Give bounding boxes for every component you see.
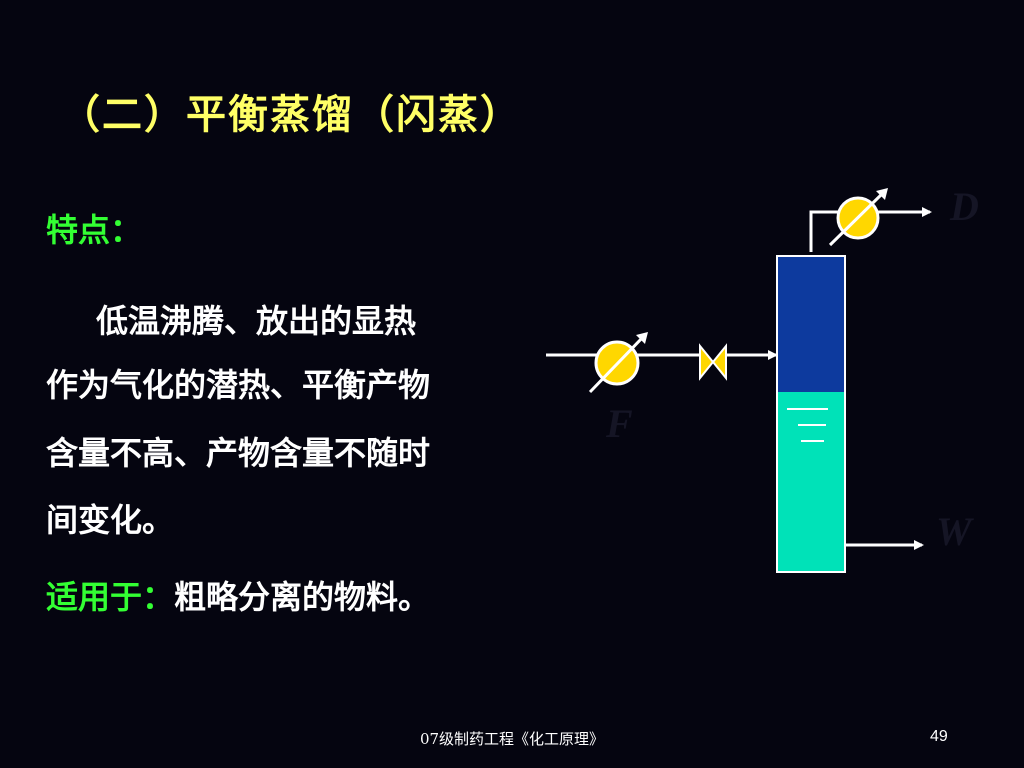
feed-heater-icon [588, 332, 648, 394]
footer-course: 07级制药工程《化工原理》 [419, 730, 605, 748]
slide-title: （二）平衡蒸馏（闪蒸） [60, 92, 522, 138]
label-feed: F [605, 401, 633, 446]
applicable-value: 粗略分离的物料。 [174, 578, 431, 616]
liquid-level-icon [787, 408, 828, 442]
vapor-outlet-line [809, 207, 932, 252]
features-line-1: 低温沸腾、放出的显热 [96, 302, 417, 340]
applicable-row: 适用于：粗略分离的物料。 [46, 572, 430, 618]
throttle-valve-icon [699, 343, 727, 381]
features-label: 特点： [46, 211, 143, 249]
label-distillate: D [949, 184, 979, 229]
label-residue: W [936, 509, 974, 554]
flash-tank [776, 255, 846, 573]
page-number: 49 [930, 728, 948, 745]
features-line-3: 含量不高、产物含量不随时 [46, 434, 431, 472]
features-line-4: 间变化。 [46, 501, 175, 539]
condenser-icon [828, 188, 888, 247]
applicable-label: 适用于： [46, 578, 175, 616]
features-line-2: 作为气化的潜热、平衡产物 [46, 366, 431, 404]
